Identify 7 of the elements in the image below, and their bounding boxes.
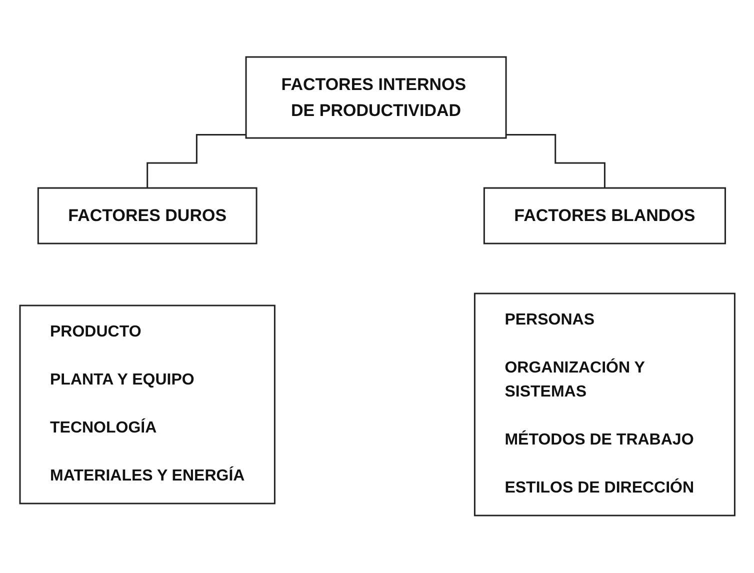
node-box: FACTORES BLANDOS (483, 188, 726, 244)
node-box: PRODUCTO PLANTA Y EQUIPO TECNOLOGÍA MATERIALES Y ENERGÍA (18, 305, 276, 504)
node-box: PERSONAS ORGANIZACIÓN Y SISTEMAS MÉTODOS DE TRABAJO ESTILOS DE DIRECCIÓN (474, 293, 736, 516)
node-box: FACTORES DUROS (37, 188, 257, 244)
connector (146, 134, 246, 189)
node-box: FACTORES INTERNOS DE PRODUCTIVIDAD (244, 56, 506, 139)
connector (506, 134, 606, 189)
